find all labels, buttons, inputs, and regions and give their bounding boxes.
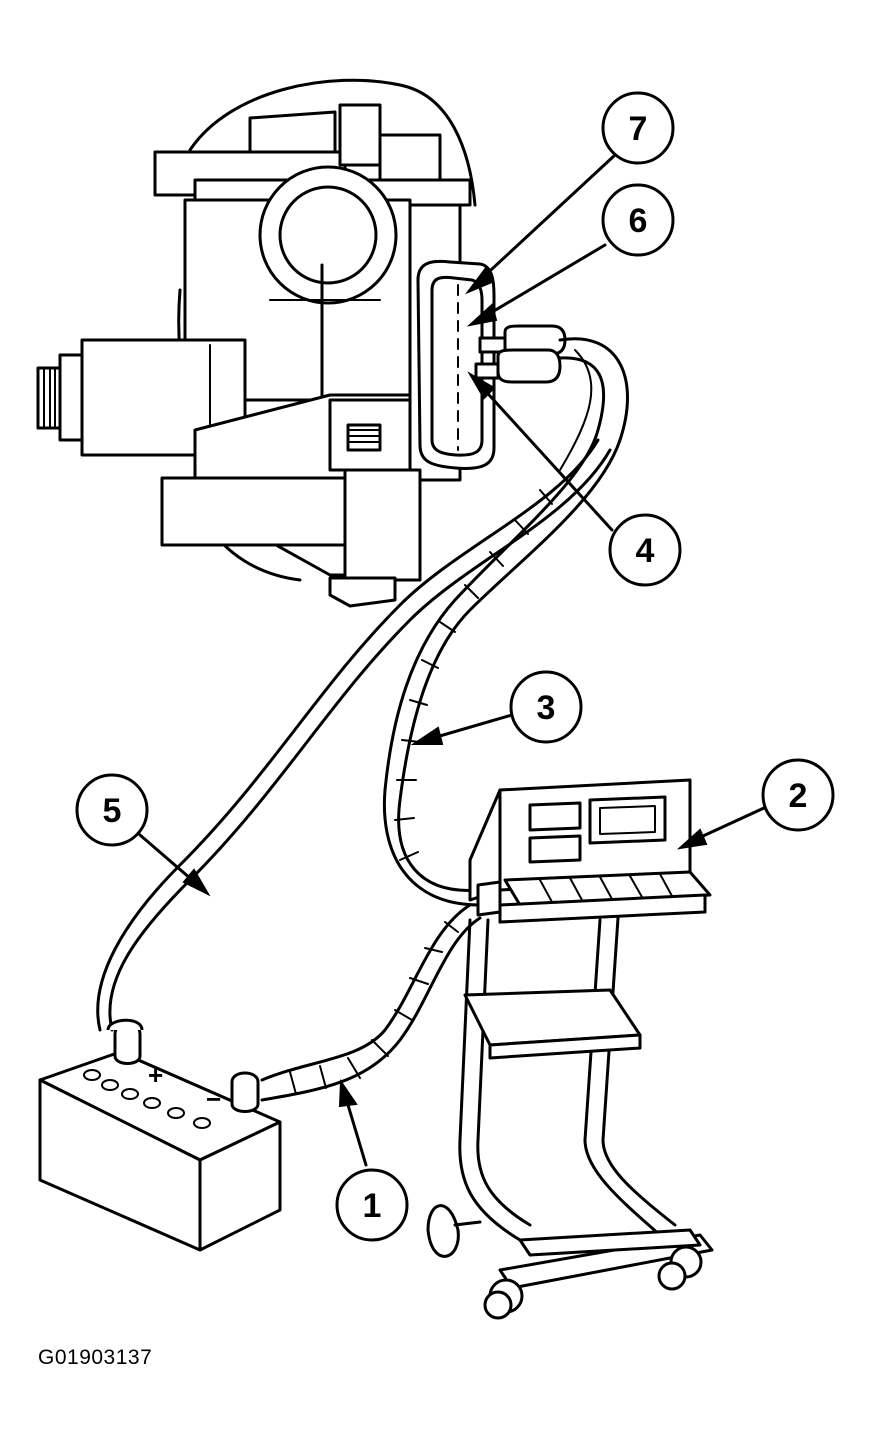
test-connector-plugs — [474, 324, 567, 384]
battery-positive-cable — [96, 438, 612, 1032]
callout-1-label: 1 — [363, 1187, 382, 1225]
battery-negative-cable — [260, 903, 482, 1102]
engine-assembly — [36, 78, 496, 608]
callout-2: 2 — [761, 758, 835, 832]
callout-7: 7 — [601, 91, 675, 165]
battery-plus-sign: + — [148, 1060, 163, 1090]
callout-2-label: 2 — [789, 777, 808, 815]
battery: + − — [38, 1018, 282, 1252]
tester-cart — [426, 778, 714, 1320]
callout-leaders — [138, 153, 766, 1167]
callout-1: 1 — [335, 1168, 409, 1242]
battery-negative-terminal — [230, 1071, 260, 1113]
callout-6-label: 6 — [629, 202, 648, 240]
callout-4: 4 — [608, 513, 682, 587]
callout-4-label: 4 — [636, 532, 655, 570]
callout-7-label: 7 — [629, 110, 648, 148]
callout-6: 6 — [601, 183, 675, 257]
callout-5: 5 — [75, 773, 149, 847]
callout-5-label: 5 — [103, 792, 122, 830]
callout-3: 3 — [509, 670, 583, 744]
battery-cell-caps — [83, 1069, 211, 1129]
battery-minus-sign: − — [206, 1084, 221, 1114]
cart-wheels — [483, 1245, 703, 1320]
figure-id: G01903137 — [38, 1346, 153, 1369]
callout-3-label: 3 — [537, 689, 556, 727]
